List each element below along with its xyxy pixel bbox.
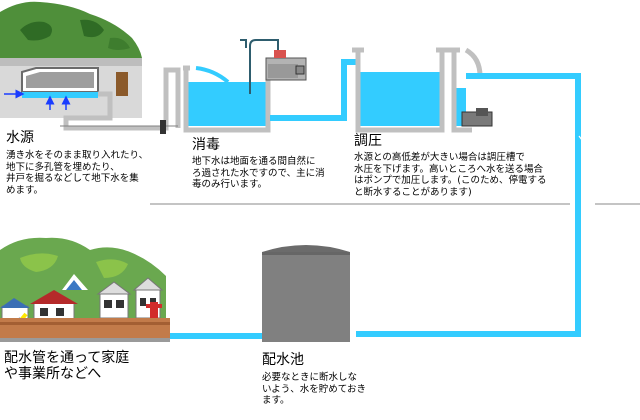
source-mountain	[0, 1, 142, 58]
reservoir-tank	[262, 245, 350, 342]
pressure-title: 調圧	[354, 133, 382, 149]
pipe-disinfection-to-pressure	[270, 59, 356, 121]
disinfection-title: 消毒	[192, 137, 220, 153]
pump	[461, 108, 493, 127]
pressure-tank-1	[352, 47, 448, 133]
homes-scene	[0, 237, 170, 338]
source-title: 水源	[6, 130, 34, 146]
chlorine-feeder	[240, 39, 307, 94]
pipe-source-to-disinfection	[60, 67, 181, 134]
disinfection-description: 地下水は地面を通る間自然に ろ過された水ですので、主に消 毒のみ行います。	[192, 156, 325, 190]
pressure-description: 水源との高低差が大きい場合は調圧槽で 水圧を下げます。高いところへ水を送る場合 …	[354, 152, 547, 198]
disinfection-tank	[183, 62, 271, 133]
reservoir-description: 必要なときに断水しな いよう、水を貯めておき ます。	[262, 372, 367, 406]
reservoir-title: 配水池	[262, 352, 304, 368]
source-intake-building	[0, 58, 142, 118]
homes-title: 配水管を通って家庭 や事業所などへ	[4, 350, 130, 382]
pipe-pressure-to-reservoir	[356, 73, 586, 337]
source-description: 湧き水をそのまま取り入れたり、 地下に多孔管を埋めたり、 井戸を掘るなどして地下…	[6, 150, 149, 196]
pipe-reservoir-to-homes	[0, 333, 262, 342]
